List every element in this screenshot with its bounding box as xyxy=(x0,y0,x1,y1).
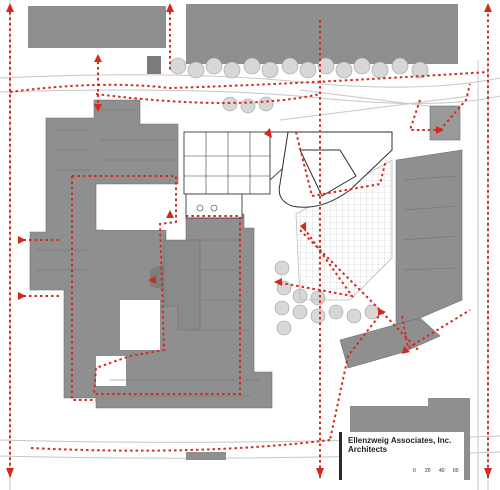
arrow-icon xyxy=(6,468,14,478)
arrow-icon xyxy=(148,276,156,284)
building-bottom-center xyxy=(186,452,226,460)
firm-role: Architects xyxy=(348,445,388,454)
building-interior-lines xyxy=(36,109,260,397)
arrow-icon xyxy=(436,126,444,134)
arrowheads xyxy=(6,3,492,478)
scale-label: 0 xyxy=(413,468,416,474)
arrow-icon xyxy=(484,3,492,12)
scale-label: 20 xyxy=(425,468,431,474)
arrow-icon xyxy=(378,308,386,316)
arrow-icon xyxy=(264,128,272,138)
arrow-icon xyxy=(94,54,102,62)
arrow-icon xyxy=(274,278,282,286)
atrium-interior xyxy=(184,132,270,212)
oval-building xyxy=(278,131,393,208)
scale-label: 60 xyxy=(453,468,459,474)
scale-label: 40 xyxy=(439,468,445,474)
arrow-icon xyxy=(402,346,410,354)
courtyard-void xyxy=(96,192,166,386)
east-interior xyxy=(403,175,457,271)
building-top-small xyxy=(147,56,161,74)
circulation-paths xyxy=(9,12,489,478)
arrow-icon xyxy=(166,210,174,218)
arrow-icon xyxy=(166,3,174,12)
arrow-icon xyxy=(94,104,102,112)
building-top-right xyxy=(186,4,458,64)
atrium-building xyxy=(183,131,293,219)
arrow-icon xyxy=(18,236,26,244)
arrow-icon xyxy=(484,468,492,478)
courtyard-plaza xyxy=(295,159,393,301)
arrow-icon xyxy=(18,292,26,300)
arrow-icon xyxy=(300,222,306,232)
firm-name: Ellenzweig Associates, Inc. xyxy=(348,436,452,445)
center-wing xyxy=(163,239,201,331)
center-wing-point xyxy=(150,264,164,290)
arrow-icon xyxy=(316,468,324,478)
arrow-icon xyxy=(6,3,14,12)
building-top-left xyxy=(28,6,166,48)
neighbor-buildings-top xyxy=(28,4,458,74)
title-block: Ellenzweig Associates, Inc. Architects 0… xyxy=(339,432,464,480)
